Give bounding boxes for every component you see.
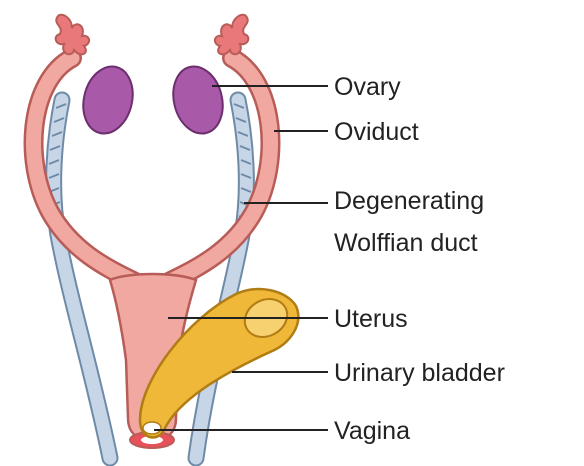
- label-ovary: Ovary: [334, 72, 401, 102]
- label-vagina: Vagina: [334, 416, 410, 446]
- fimbria-right: [215, 15, 248, 55]
- label-oviduct: Oviduct: [334, 117, 419, 147]
- fimbria-left: [56, 15, 89, 55]
- wolffian-duct-left: [49, 100, 110, 458]
- label-uterus: Uterus: [334, 304, 408, 334]
- label-degenerating-wolffian-duct-line2: Wolffian duct: [334, 228, 478, 258]
- label-degenerating-wolffian-duct-line1: Degenerating: [334, 186, 484, 216]
- ovary-left: [76, 61, 139, 139]
- wolffian-duct-right: [196, 100, 251, 458]
- ovary-right: [166, 61, 229, 139]
- label-urinary-bladder: Urinary bladder: [334, 358, 505, 388]
